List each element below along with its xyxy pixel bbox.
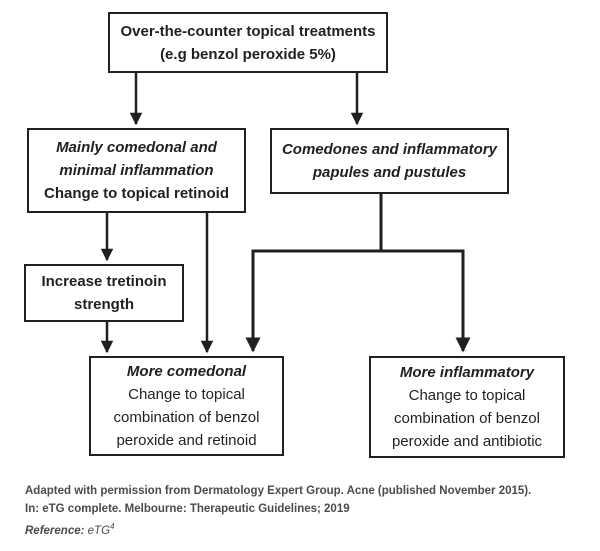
more-inflammatory-line-4: peroxide and antibiotic — [391, 433, 543, 450]
attribution-line-2: In: eTG complete. Melbourne: Therapeutic… — [25, 503, 350, 515]
more-inflammatory-line-3: combination of benzol — [394, 410, 540, 427]
attribution-footer: Adapted with permission from Dermatology… — [25, 482, 585, 540]
otc-treatments-box: Over-the-counter topical treatments (e.g… — [108, 12, 388, 73]
inflammatory-line-2: papules and pustules — [312, 164, 467, 181]
increase-tretinoin-box: Increase tretinoin strength — [24, 264, 184, 322]
more-comedonal-line-1: More comedonal — [126, 363, 247, 380]
otc-line-1: Over-the-counter topical treatments — [120, 22, 376, 40]
reference-superscript: 4 — [110, 522, 115, 531]
comedonal-line-2: minimal inflammation — [59, 162, 214, 179]
mainly-comedonal-box: Mainly comedonal and minimal inflammatio… — [27, 128, 246, 213]
more-comedonal-line-2: Change to topical — [128, 386, 245, 403]
reference-value: eTG — [87, 524, 111, 537]
more-inflammatory-line-1: More inflammatory — [399, 364, 535, 381]
otc-line-2: (e.g benzol peroxide 5%) — [160, 45, 336, 63]
reference-label: Reference: — [25, 524, 85, 537]
more-comedonal-box: More comedonal Change to topical combina… — [89, 356, 284, 456]
tretinoin-line-2: strength — [74, 296, 134, 313]
reference-line: Reference: eTG4 — [25, 518, 585, 540]
more-inflammatory-box: More inflammatory Change to topical comb… — [369, 356, 565, 458]
attribution-line-1: Adapted with permission from Dermatology… — [25, 485, 532, 497]
more-comedonal-line-4: peroxide and retinoid — [116, 432, 257, 449]
more-comedonal-line-3: combination of benzol — [113, 409, 260, 426]
comedonal-line-1: Mainly comedonal and — [56, 139, 217, 156]
tretinoin-line-1: Increase tretinoin — [41, 273, 167, 290]
inflammatory-line-1: Comedones and inflammatory — [281, 141, 498, 158]
comedones-inflammatory-box: Comedones and inflammatory papules and p… — [270, 128, 509, 194]
comedonal-line-3: Change to topical retinoid — [43, 185, 229, 202]
more-inflammatory-line-2: Change to topical — [408, 387, 526, 404]
